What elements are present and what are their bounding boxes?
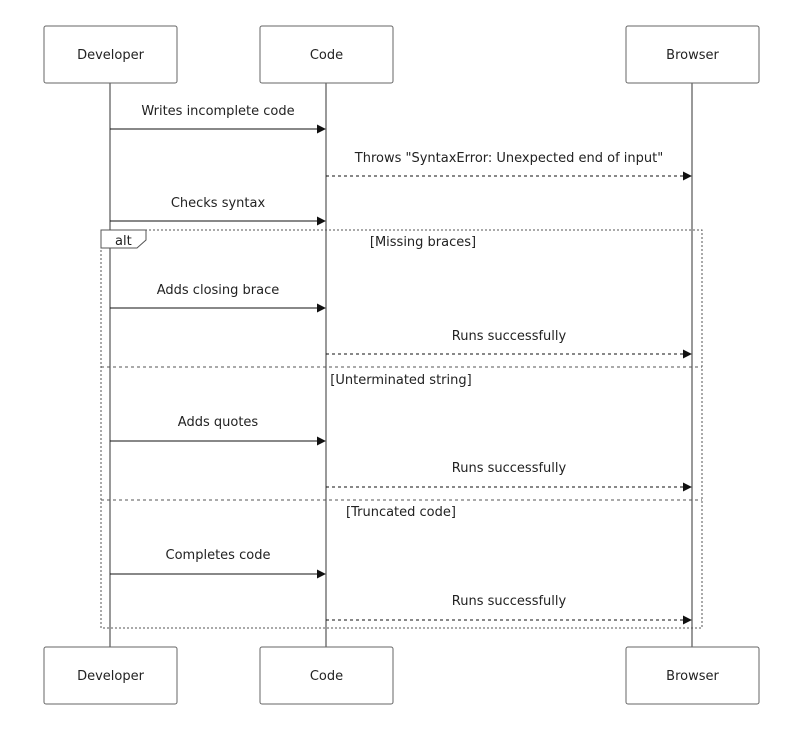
- message-label: Writes incomplete code: [141, 104, 294, 119]
- message-label: Adds closing brace: [157, 283, 280, 298]
- alt-condition-1: [Missing braces]: [370, 235, 476, 250]
- actor-label: Code: [310, 669, 343, 684]
- message-label: Completes code: [166, 548, 271, 563]
- alt-frame-border: [100, 229, 703, 629]
- message-label: Checks syntax: [171, 196, 266, 211]
- message-runs-successfully-2: Runs successfully: [326, 461, 692, 492]
- message-label: Runs successfully: [452, 461, 567, 476]
- alt-condition-3: [Truncated code]: [346, 505, 456, 520]
- actor-label: Developer: [77, 669, 145, 684]
- message-label: Runs successfully: [452, 594, 567, 609]
- actor-developer-top: Developer: [43, 25, 178, 84]
- actor-label: Code: [310, 48, 343, 63]
- actor-code-bottom: Code: [259, 646, 394, 705]
- actor-developer-bottom: Developer: [43, 646, 178, 705]
- alt-condition-2: [Unterminated string]: [330, 373, 471, 388]
- actor-browser-bottom: Browser: [625, 646, 760, 705]
- message-label: Throws "SyntaxError: Unexpected end of i…: [354, 151, 663, 166]
- message-adds-closing-brace: Adds closing brace: [110, 283, 326, 313]
- message-runs-successfully-3: Runs successfully: [326, 594, 692, 625]
- alt-frame: alt [Missing braces] [Unterminated strin…: [100, 229, 703, 629]
- alt-frame-tab: [100, 229, 147, 249]
- message-label: Adds quotes: [178, 415, 259, 430]
- message-runs-successfully-1: Runs successfully: [326, 329, 692, 359]
- message-label: Runs successfully: [452, 329, 567, 344]
- alt-frame-label: alt: [115, 234, 132, 249]
- actor-label: Browser: [666, 48, 719, 63]
- message-writes-incomplete-code: Writes incomplete code: [110, 104, 326, 134]
- message-checks-syntax: Checks syntax: [110, 196, 326, 226]
- message-adds-quotes: Adds quotes: [110, 415, 326, 446]
- actor-code-top: Code: [259, 25, 394, 84]
- actor-label: Browser: [666, 669, 719, 684]
- actor-browser-top: Browser: [625, 25, 760, 84]
- actor-label: Developer: [77, 48, 145, 63]
- message-completes-code: Completes code: [110, 548, 326, 579]
- message-throws-syntax-error: Throws "SyntaxError: Unexpected end of i…: [326, 151, 692, 181]
